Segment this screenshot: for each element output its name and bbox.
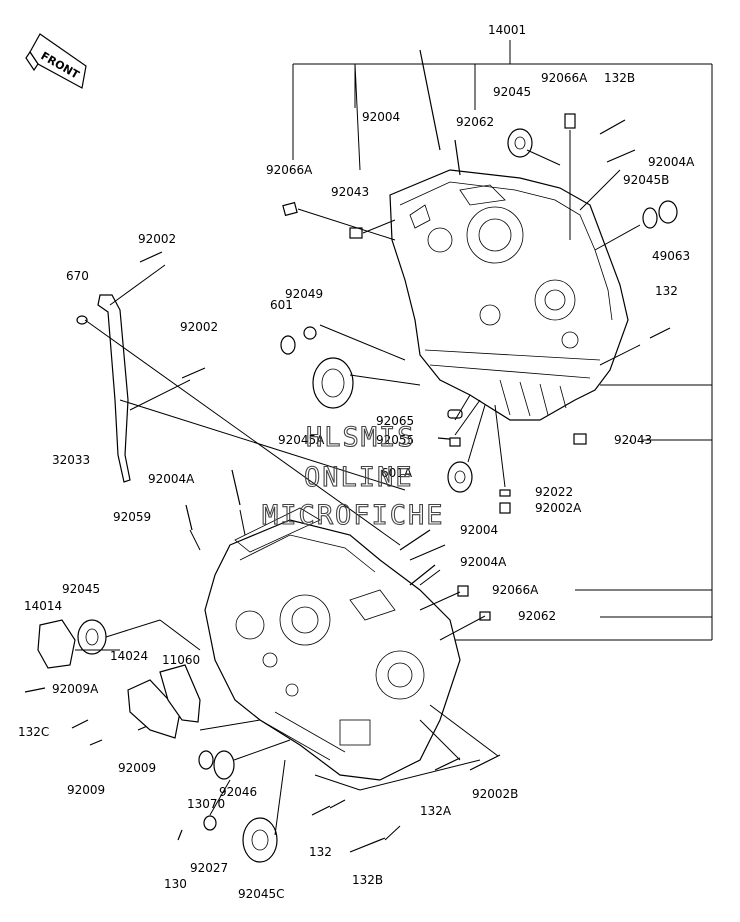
- label-14001: 14001: [488, 23, 526, 37]
- label-132a: 132A: [420, 804, 452, 818]
- label-92002-b: 92002: [180, 320, 218, 334]
- label-92002-a: 92002: [138, 232, 176, 246]
- label-92045a: 92045A: [278, 433, 325, 447]
- label-92066a-top: 92066A: [541, 71, 588, 85]
- label-92004-top: 92004: [362, 110, 400, 124]
- label-670: 670: [66, 269, 89, 283]
- watermark: HLSMIS ONLINE MICROFICHE: [261, 421, 445, 531]
- label-92009-a: 92009: [118, 761, 156, 775]
- leader-lines: [75, 130, 641, 841]
- label-14014: 14014: [24, 599, 62, 613]
- label-11060: 11060: [162, 653, 200, 667]
- lower-crankcase: [204, 507, 461, 781]
- upper-crankcase: [389, 169, 629, 421]
- label-92065: 92065: [376, 414, 414, 428]
- plates: [76, 294, 201, 739]
- label-14024: 14024: [110, 649, 148, 663]
- label-92004-mid: 92004: [460, 523, 498, 537]
- label-92004a-mid: 92004A: [148, 472, 195, 486]
- label-92049: 92049: [285, 287, 323, 301]
- label-92004a-mid2: 92004A: [460, 555, 507, 569]
- watermark-line-1: HLSMIS: [306, 422, 416, 453]
- label-92062-mid: 92062: [518, 609, 556, 623]
- label-92004a-right: 92004A: [648, 155, 695, 169]
- label-130: 130: [164, 877, 187, 891]
- label-92009a: 92009A: [52, 682, 99, 696]
- label-92022: 92022: [535, 485, 573, 499]
- watermark-line-3: MICROFICHE: [262, 500, 445, 531]
- label-92043-top: 92043: [331, 185, 369, 199]
- label-92046: 92046: [219, 785, 257, 799]
- assembly-bracket: [292, 40, 713, 641]
- label-132b-top: 132B: [604, 71, 635, 85]
- label-92059: 92059: [113, 510, 151, 524]
- label-92066a-mid: 92066A: [492, 583, 539, 597]
- label-132-right: 132: [655, 284, 678, 298]
- label-132c: 132C: [18, 725, 49, 739]
- label-92045c: 92045C: [238, 887, 285, 901]
- label-92062-top: 92062: [456, 115, 494, 129]
- label-601: 601: [270, 298, 293, 312]
- label-92045-left: 92045: [62, 582, 100, 596]
- front-arrow-icon: FRONT: [25, 33, 87, 89]
- watermark-line-2: ONLINE: [304, 462, 414, 493]
- label-92066a-left: 92066A: [266, 163, 313, 177]
- label-132-bottom: 132: [309, 845, 332, 859]
- label-92045-top: 92045: [493, 85, 531, 99]
- part-labels: 14001 92066A 132B 92004 92045 92062 9200…: [18, 23, 695, 901]
- label-92002b: 92002B: [472, 787, 518, 801]
- label-32033: 32033: [52, 453, 90, 467]
- label-92045b: 92045B: [623, 173, 669, 187]
- label-49063: 49063: [652, 249, 690, 263]
- label-92055: 92055: [376, 433, 414, 447]
- label-601a: 601A: [381, 466, 413, 480]
- label-13070: 13070: [187, 797, 225, 811]
- label-92027: 92027: [190, 861, 228, 875]
- label-92009-b: 92009: [67, 783, 105, 797]
- label-92043-right: 92043: [614, 433, 652, 447]
- bearings: [37, 128, 678, 863]
- label-132b-bottom: 132B: [352, 873, 383, 887]
- label-92002a: 92002A: [535, 501, 582, 515]
